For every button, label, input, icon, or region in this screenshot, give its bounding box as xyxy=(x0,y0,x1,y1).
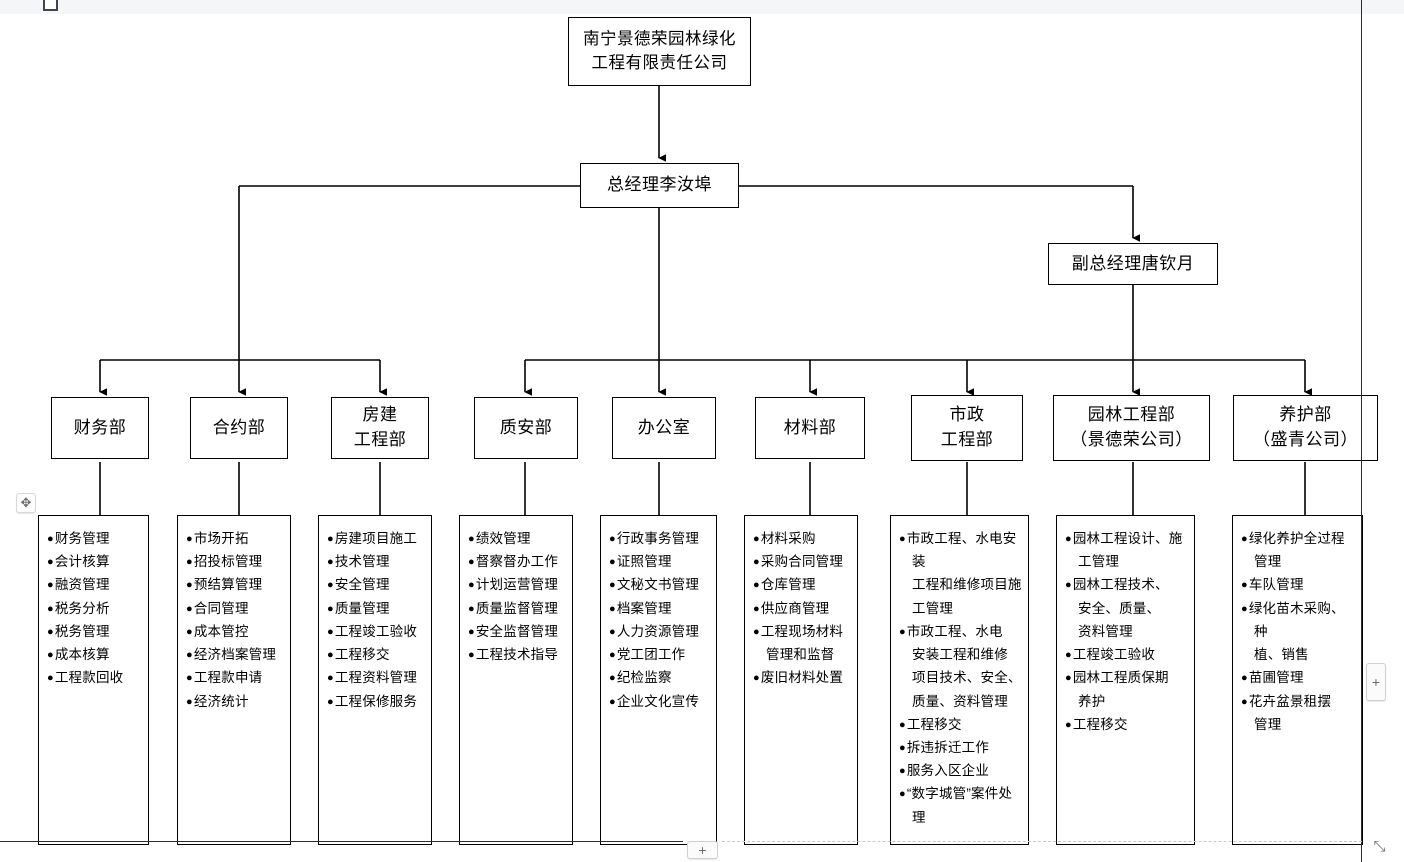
duty-panel-materials: 材料采购 采购合同管理 仓库管理 供应商管理 工程现场材料 管理和监督 废旧材料… xyxy=(744,515,858,845)
duty-item: 成本管控 xyxy=(186,620,284,643)
duty-panel-contract: 市场开拓 招投标管理 预结算管理 合同管理 成本管控 经济档案管理 工程款申请 … xyxy=(177,515,291,845)
duty-item: 合同管理 xyxy=(186,597,284,620)
duty-item: 服务入区企业 xyxy=(899,759,1022,782)
duty-item: 预结算管理 xyxy=(186,573,284,596)
duty-item: 招投标管理 xyxy=(186,550,284,573)
duty-item: 绩效管理 xyxy=(468,527,566,550)
duty-panel-finance: 财务管理 会计核算 融资管理 税务分析 税务管理 成本核算 工程款回收 xyxy=(38,515,149,845)
move-cross-icon[interactable]: ✥ xyxy=(16,493,36,513)
bottom-rail xyxy=(0,841,683,842)
duty-item: 采购合同管理 xyxy=(753,550,851,573)
duty-item: 房建项目施工 xyxy=(327,527,425,550)
node-dept-municipal[interactable]: 市政 工程部 xyxy=(911,395,1023,461)
duty-item: 经济档案管理 xyxy=(186,643,284,666)
node-dept-finance[interactable]: 财务部 xyxy=(51,397,149,459)
duty-item: 证照管理 xyxy=(609,550,710,573)
duty-item: 督察督办工作 xyxy=(468,550,566,573)
duty-item: 市政工程、水电 安装工程和维修 项目技术、安全、 质量、资料管理 xyxy=(899,620,1022,713)
node-dept-maintenance[interactable]: 养护部 （盛青公司） xyxy=(1233,395,1378,461)
duty-item: 工程移交 xyxy=(899,713,1022,736)
duty-item: 园林工程质保期 养护 xyxy=(1065,666,1188,712)
duty-item: 工程款申请 xyxy=(186,666,284,689)
top-toolbar-strip xyxy=(0,0,1404,14)
duty-item: 工程现场材料 管理和监督 xyxy=(753,620,851,666)
duty-item: 苗圃管理 xyxy=(1241,666,1356,689)
expand-bottom-button[interactable]: + xyxy=(687,841,718,859)
node-dept-quality-safety[interactable]: 质安部 xyxy=(474,397,578,459)
duty-item: 文秘文书管理 xyxy=(609,573,710,596)
bottom-rail-dashed xyxy=(722,841,1362,842)
duty-item: 市场开拓 xyxy=(186,527,284,550)
duty-item: 行政事务管理 xyxy=(609,527,710,550)
duty-item: 工程竣工验收 xyxy=(1065,643,1188,666)
duty-item: 档案管理 xyxy=(609,597,710,620)
duty-item: 安全管理 xyxy=(327,573,425,596)
duty-item: 纪检监察 xyxy=(609,666,710,689)
duty-item: 园林工程技术、 安全、质量、 资料管理 xyxy=(1065,573,1188,643)
duty-item: 工程保修服务 xyxy=(327,690,425,713)
duty-item: 拆违拆迁工作 xyxy=(899,736,1022,759)
duty-item: 人力资源管理 xyxy=(609,620,710,643)
resize-diagonal-icon[interactable]: ⤡ xyxy=(1373,838,1386,855)
node-dept-landscape[interactable]: 园林工程部 （景德荣公司） xyxy=(1053,395,1210,461)
duty-item: 财务管理 xyxy=(47,527,142,550)
node-general-manager[interactable]: 总经理李汝埠 xyxy=(580,163,739,208)
duty-item: 融资管理 xyxy=(47,573,142,596)
duty-item: 会计核算 xyxy=(47,550,142,573)
duty-item: 绿化养护全过程 管理 xyxy=(1241,527,1356,573)
duty-panel-landscape: 园林工程设计、施 工管理 园林工程技术、 安全、质量、 资料管理 工程竣工验收 … xyxy=(1056,515,1195,845)
node-dept-contract[interactable]: 合约部 xyxy=(190,397,288,459)
duty-panel-municipal: 市政工程、水电安装 工程和维修项目施 工管理 市政工程、水电 安装工程和维修 项… xyxy=(890,515,1029,845)
node-deputy-manager[interactable]: 副总经理唐钦月 xyxy=(1048,243,1218,285)
duty-item: 绿化苗木采购、种 植、销售 xyxy=(1241,597,1356,667)
duty-item: 质量管理 xyxy=(327,597,425,620)
expand-right-button[interactable]: + xyxy=(1366,663,1386,701)
duty-item: 税务分析 xyxy=(47,597,142,620)
duty-item: 质量监督管理 xyxy=(468,597,566,620)
duty-item: 技术管理 xyxy=(327,550,425,573)
duty-item: 税务管理 xyxy=(47,620,142,643)
top-anchor-handle[interactable] xyxy=(43,0,58,11)
duty-item: 材料采购 xyxy=(753,527,851,550)
duty-item: 供应商管理 xyxy=(753,597,851,620)
duty-item: 花卉盆景租摆 管理 xyxy=(1241,690,1356,736)
duty-item: 工程移交 xyxy=(327,643,425,666)
node-dept-office[interactable]: 办公室 xyxy=(612,397,716,459)
duty-item: 工程技术指导 xyxy=(468,643,566,666)
duty-panel-building: 房建项目施工 技术管理 安全管理 质量管理 工程竣工验收 工程移交 工程资料管理… xyxy=(318,515,432,845)
duty-item: 车队管理 xyxy=(1241,573,1356,596)
node-company[interactable]: 南宁景德荣园林绿化 工程有限责任公司 xyxy=(568,17,751,86)
node-dept-materials[interactable]: 材料部 xyxy=(755,397,865,459)
duty-item: 市政工程、水电安装 工程和维修项目施 工管理 xyxy=(899,527,1022,620)
duty-item: 安全监督管理 xyxy=(468,620,566,643)
duty-panel-maintenance: 绿化养护全过程 管理 车队管理 绿化苗木采购、种 植、销售 苗圃管理 花卉盆景租… xyxy=(1232,515,1363,845)
duty-item: 工程移交 xyxy=(1065,713,1188,736)
duty-item: 工程资料管理 xyxy=(327,666,425,689)
duty-item: 企业文化宣传 xyxy=(609,690,710,713)
duty-panel-quality-safety: 绩效管理 督察督办工作 计划运营管理 质量监督管理 安全监督管理 工程技术指导 xyxy=(459,515,573,845)
duty-item: 园林工程设计、施 工管理 xyxy=(1065,527,1188,573)
duty-item: 工程款回收 xyxy=(47,666,142,689)
duty-item: 计划运营管理 xyxy=(468,573,566,596)
duty-item: 废旧材料处置 xyxy=(753,666,851,689)
duty-item: 仓库管理 xyxy=(753,573,851,596)
duty-item: 工程竣工验收 xyxy=(327,620,425,643)
duty-item: 成本核算 xyxy=(47,643,142,666)
duty-panel-office: 行政事务管理 证照管理 文秘文书管理 档案管理 人力资源管理 党工团工作 纪检监… xyxy=(600,515,717,845)
duty-item: “数字城管”案件处 理 xyxy=(899,782,1022,828)
duty-item: 经济统计 xyxy=(186,690,284,713)
duty-item: 党工团工作 xyxy=(609,643,710,666)
node-dept-building[interactable]: 房建 工程部 xyxy=(331,397,429,459)
right-rail xyxy=(1361,0,1362,862)
